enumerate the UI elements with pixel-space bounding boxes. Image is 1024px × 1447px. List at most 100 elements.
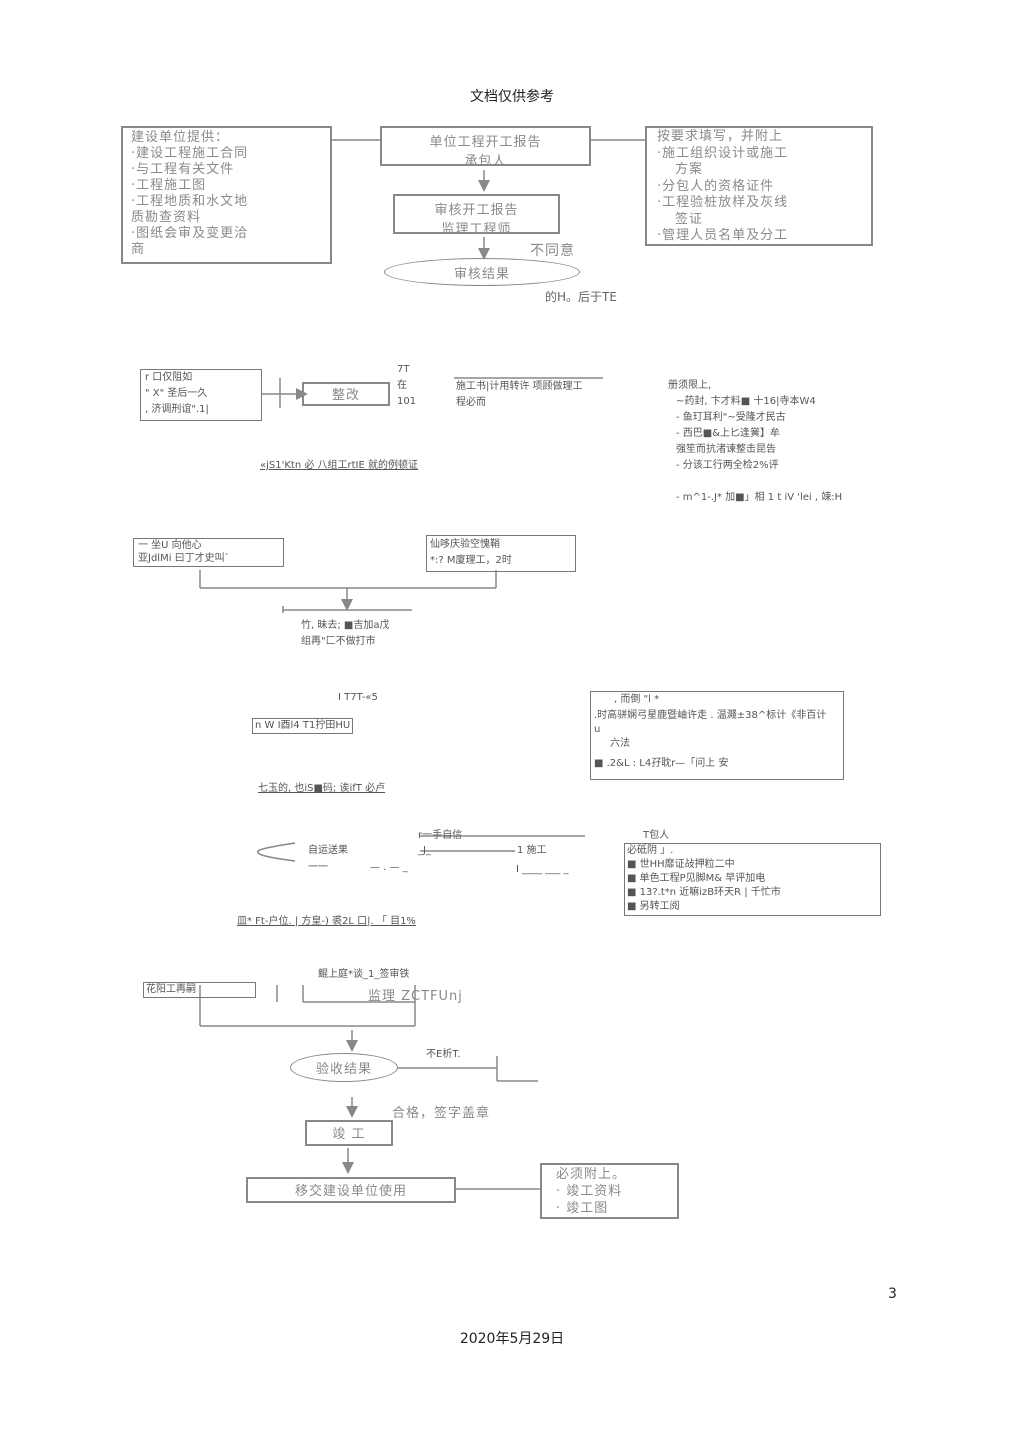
s4-detail-line: ■ .2&L : L4孖耽r—「问上 安 [594, 758, 729, 769]
disagree-label: 不同意 [530, 243, 575, 259]
merge-note-line: 竹, 昧去; ■吉加a戊 [301, 620, 390, 631]
review-result-label: 审核结果 [453, 266, 510, 282]
s6-left-box-label: 花阳工再嗣 [146, 984, 196, 995]
completion-label: 竣 工 [332, 1127, 366, 1142]
result-note: 的H。后于TE [545, 290, 617, 304]
qualified-label: 合格，签字盖章 [392, 1106, 491, 1121]
permit-text: 施工书|计用转许 项顾做理工 程必而 [456, 379, 583, 411]
requirement-line: 方案 [675, 162, 704, 177]
side-text: 7T 在 101 [397, 362, 416, 410]
review-result-ellipse: 审核结果 [384, 258, 580, 286]
s5-bottom-b: — . — _ [370, 862, 408, 873]
attachments-box: 必须附上。 · 竣工资料 · 竣工图 [540, 1163, 679, 1219]
s5-mid-a: _J_ [418, 845, 431, 856]
review-report-box: 审核开工报告 监理工程师 [393, 194, 560, 237]
side-text-line: 101 [397, 396, 417, 407]
material-line: - 西巴■&上匕逢黉】牟 [676, 428, 781, 439]
provision-line: ·与工程有关文件 [131, 162, 235, 177]
s5-underline-note: 皿* Ft-户位. | 方皇-) 裘2L 口|. 「 目1% [237, 916, 416, 927]
handover-box: 移交建设单位使用 [246, 1177, 456, 1203]
inspection-line: *:? M廈理工，2时 [430, 555, 512, 566]
material-list: 册须限上, ~药封, 卞才料■ 十16|寺本W4 - 鱼玎耳利"~受隆才民古 -… [668, 378, 842, 506]
s5-detail-line: ■ 世HH靡证敁押粒二中 [627, 859, 735, 870]
attachment-line: · 竣工资料 [556, 1184, 623, 1199]
supervisor-label: 监理 ZCTFUnj [368, 989, 463, 1004]
inspection-line: 一 坐U 向他心 [138, 540, 202, 551]
s5-detail-line: ■ 单色工程P见脚M& 早评加电 [627, 873, 766, 884]
permit-line: 施工书|计用转许 项顾做理工 [456, 381, 583, 392]
page-number: 3 [888, 1286, 897, 1302]
start-report-box: 单位工程开工报告 承包人 [380, 126, 591, 169]
provision-line: ·建设工程施工合同 [131, 146, 249, 161]
provision-list-box: 建设单位提供： ·建设工程施工合同 ·与工程有关文件 ·工程施工图 ·工程地质和… [121, 126, 332, 264]
s4-underline-note: 七玉的, 也iS■码; 诶ifT 必卢 [258, 783, 386, 794]
merge-note-line: 组再"匚不做打市 [301, 636, 376, 647]
provision-line: 商 [131, 242, 146, 257]
review-report-title: 审核开工报告 [434, 203, 519, 218]
s4-detail-box: , 而倒 "l * .时高骈娴弓星鹿暨岫许走 . 温濺±38^标计《非百计 u … [590, 691, 844, 780]
contractor-label: T包人 [643, 830, 670, 841]
provision-line: ·工程地质和水文地 [131, 194, 249, 209]
notice-line: " X" 圣后一久 [145, 388, 208, 399]
s5-detail-box: 必砥阴 」. ■ 世HH靡证敁押粒二中 ■ 单色工程P见脚M& 早评加电 ■ 1… [624, 843, 881, 916]
requirement-line: ·分包人的资格证件 [657, 178, 775, 194]
notice-line: , 济调刑谊".1| [145, 404, 209, 415]
completion-box: 竣 工 [305, 1120, 393, 1146]
requirement-line: 签证 [675, 211, 704, 227]
provision-line: ·图纸会审及变更洽 [131, 226, 249, 241]
start-report-title: 单位工程开工报告 [429, 135, 542, 150]
inspection-line: 仙哆庆验空愧鞘 [430, 539, 500, 550]
s4-detail-line: , 而倒 "l * [614, 694, 660, 705]
handover-label: 移交建设单位使用 [294, 1184, 407, 1199]
material-line: - 分该工行两全检2%评 [676, 460, 779, 471]
s5-detail-line: ■ 另转工阅 [627, 901, 680, 912]
requirement-line: ·工程验桩放样及灰线 [657, 195, 789, 210]
acceptance-result-label: 验收结果 [315, 1062, 372, 1077]
attachment-line: 必须附上。 [556, 1167, 627, 1182]
inspection-line: 亚JdlMi 曰丁才史叫` [138, 553, 230, 564]
requirement-line: ·管理人员名单及分工 [657, 228, 789, 243]
notice-line: r 口仅阻如 [145, 372, 193, 383]
requirement-line: 按要求填写，并附上 [657, 129, 784, 144]
material-line: ~药封, 卞才料■ 十16|寺本W4 [676, 396, 816, 407]
review-report-subtitle: 监理工程师 [441, 222, 512, 237]
requirement-line: ·施工组织设计或施工 [657, 145, 789, 161]
s4-small-box: n W I酉l4 T1拧田HU [252, 718, 353, 734]
s6-left-box: 花阳工再嗣 [143, 982, 256, 998]
s5-mid-b: 1 施工 [517, 845, 547, 856]
requirements-box: 按要求填写，并附上 ·施工组织设计或施工 方案 ·分包人的资格证件 ·工程验桩放… [645, 126, 873, 246]
material-line: - m^1-.J* 加■」相 1 t iV 'lei , 竦:H [676, 492, 843, 503]
notice-box: r 口仅阻如 " X" 圣后一久 , 济调刑谊".1| [140, 369, 262, 421]
permit-line: 程必而 [456, 397, 486, 408]
inspection-box-right: 仙哆庆验空愧鞘 *:? M廈理工，2时 [426, 535, 576, 572]
side-text-line: 7T [397, 364, 410, 375]
verification-note: «jS1'Ktn 必 八组工rtIE 就的例顿证 [260, 460, 419, 471]
acceptance-result-ellipse: 验收结果 [290, 1053, 398, 1082]
side-text-line: 在 [397, 380, 407, 391]
attachment-line: · 竣工图 [556, 1201, 609, 1216]
s5-top-line-text: r一手自信 [418, 830, 463, 841]
s5-bottom-a: 一一 [308, 862, 328, 873]
material-line: 强笙而抗渚谏整击昆告 [676, 444, 776, 455]
s4-detail-line: 六法 [610, 738, 630, 749]
s6-right-text: 不E析T. [426, 1049, 461, 1060]
s6-top-text: 鲲上庭*谈_1_签审铁 [318, 969, 410, 980]
s4-detail-line: .时高骈娴弓星鹿暨岫许走 . 温濺±38^标计《非百计 [594, 710, 827, 721]
s5-bottom-c: I ____ ___ _ [516, 864, 569, 875]
material-line: - 鱼玎耳利"~受隆才民古 [676, 412, 786, 423]
page-header-title: 文档仅供参考 [470, 89, 554, 105]
merge-note: 竹, 昧去; ■吉加a戊 组再"匚不做打市 [301, 618, 389, 650]
inspection-box-left: 一 坐U 向他心 亚JdlMi 曰丁才史叫` [133, 538, 284, 567]
rectify-box: 整改 [302, 382, 390, 406]
s4-detail-line: u [594, 724, 601, 735]
rectify-label: 整改 [331, 388, 360, 403]
provision-line: 质勘查资料 [131, 210, 202, 225]
s4-small-box-label: n W I酉l4 T1拧田HU [255, 720, 351, 731]
s5-detail-line: ■ 13?.t*n 近嘛izB环天R | 千忙市 [627, 887, 781, 898]
s5-detail-line: 必砥阴 」. [627, 845, 674, 856]
provision-line: ·工程施工图 [131, 178, 207, 193]
s4-top-text: I T7T-«5 [338, 692, 378, 703]
start-report-subtitle: 承包人 [464, 154, 507, 169]
footer-date: 2020年5月29日 [459, 1331, 565, 1347]
